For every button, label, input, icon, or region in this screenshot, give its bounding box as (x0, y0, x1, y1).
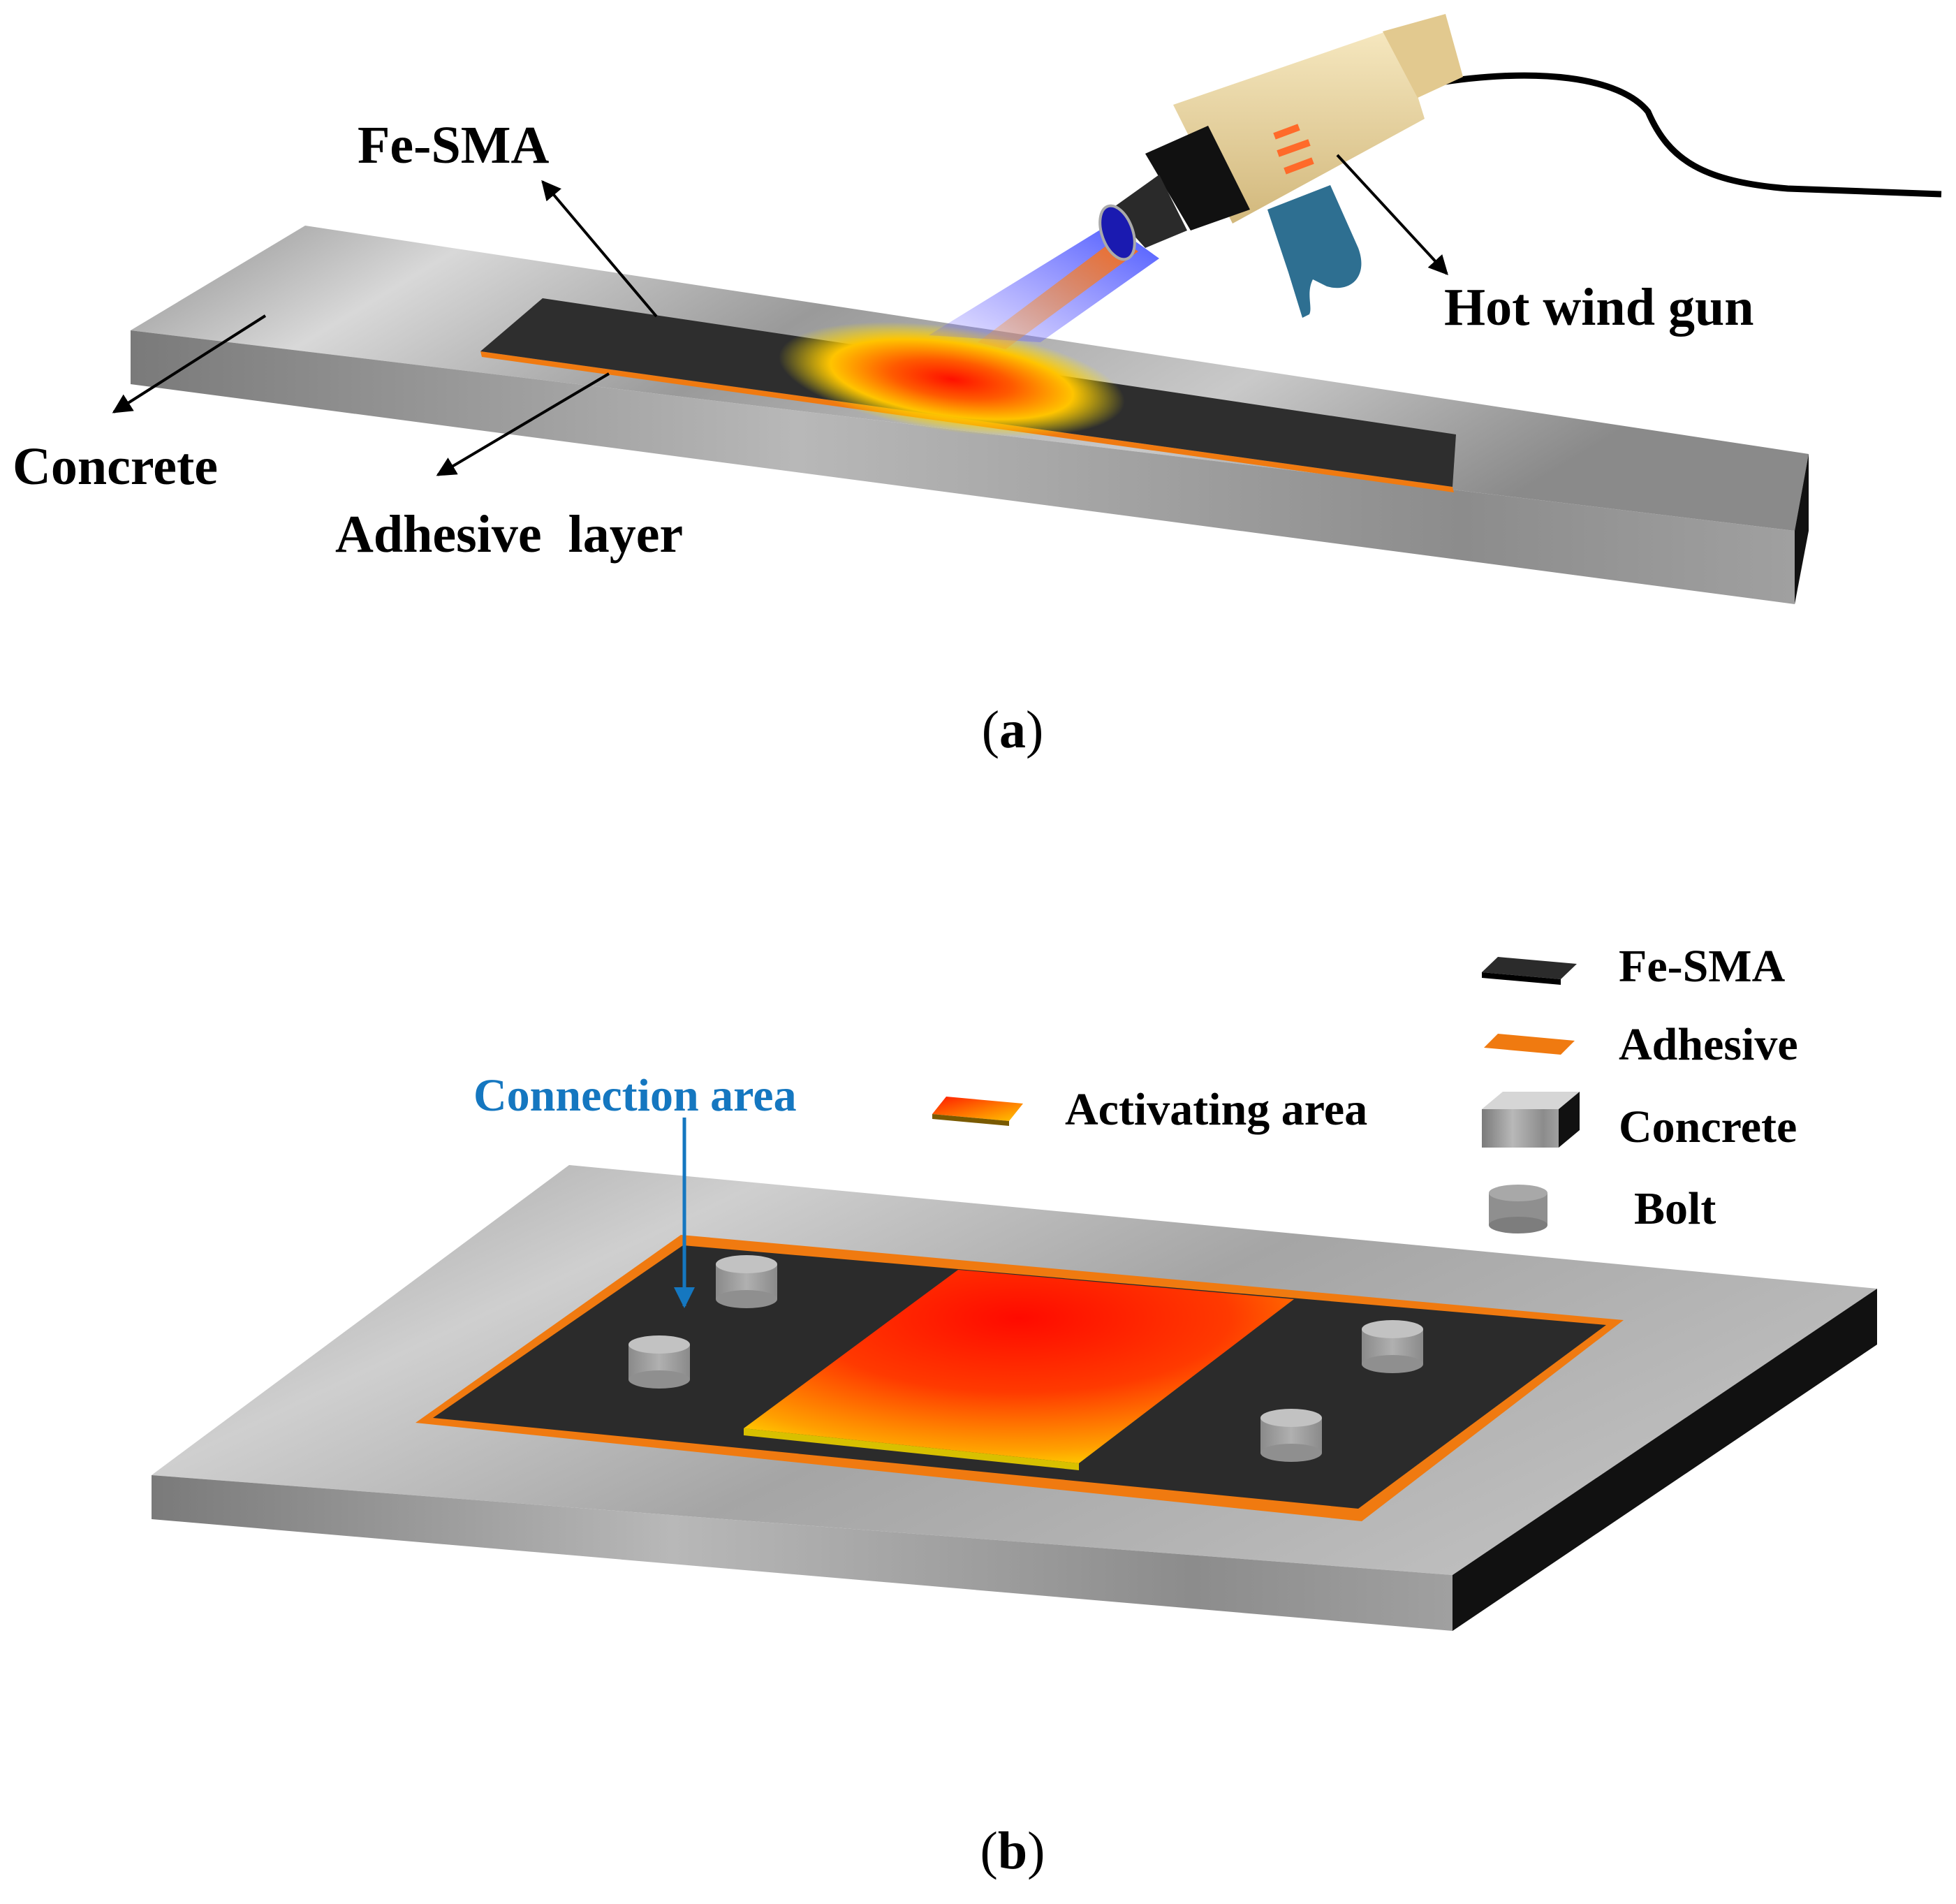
legend-label-concrete: Concrete (1619, 1101, 1797, 1152)
arrow-icon (436, 372, 610, 476)
bolt-icon (1260, 1409, 1322, 1462)
arrow-icon (1336, 154, 1448, 276)
legend-concrete-swatch-side (1559, 1092, 1580, 1148)
activating-area (744, 1270, 1294, 1463)
concrete-slab-a-side (1795, 454, 1809, 604)
legend-fe-sma-swatch (1482, 957, 1577, 979)
concrete-slab-b-side (1453, 1289, 1877, 1631)
gun-rear (1383, 14, 1463, 98)
legend-activating-swatch (932, 1097, 1023, 1121)
label-fe-sma-a: Fe-SMA (358, 116, 549, 175)
arrow-icon (112, 314, 267, 413)
label-concrete-a: Concrete (13, 437, 218, 496)
legend-item-fe-sma: Fe-SMA (1482, 941, 1786, 992)
gun-body (1173, 28, 1425, 224)
legend: Fe-SMA Adhesive Concrete Bolt (1482, 941, 1798, 1234)
legend-fe-sma-swatch-edge (1482, 972, 1561, 985)
label-hot-wind-gun: Hot wind gun (1444, 278, 1754, 337)
caption-a: (a) (982, 701, 1044, 759)
bolt-icon (1489, 1185, 1547, 1233)
hot-air-flame (929, 224, 1159, 349)
gun-grip (1267, 185, 1362, 318)
bolt-icon (628, 1335, 690, 1389)
bolt-icon (716, 1255, 777, 1308)
panel-b: Connection area Activating area Fe-SMA A… (152, 941, 1877, 1880)
concrete-slab-b-front (152, 1475, 1453, 1631)
label-adhesive-layer: Adhesive layer (335, 505, 683, 564)
legend-adhesive-swatch (1484, 1034, 1575, 1055)
legend-item-bolt: Bolt (1489, 1183, 1716, 1234)
panel-a: Fe-SMA Hot wind gun Concrete Adhesive la… (13, 14, 1942, 759)
gun-nozzle-tip (1098, 204, 1136, 261)
concrete-slab-a-front (131, 330, 1795, 604)
legend-activating-swatch-edge (932, 1114, 1009, 1126)
hot-wind-gun-icon (1098, 14, 1942, 318)
heat-zone-a (779, 321, 1125, 437)
gun-collar (1145, 126, 1250, 230)
label-connection-area: Connection area (473, 1070, 797, 1121)
arrow-icon (541, 180, 658, 318)
legend-item-adhesive: Adhesive (1484, 1019, 1798, 1070)
bolt-icon (1362, 1320, 1423, 1373)
gun-vent (1273, 124, 1300, 140)
gun-vent (1277, 139, 1311, 157)
label-activating-area: Activating area (1065, 1084, 1367, 1135)
legend-label-bolt: Bolt (1634, 1183, 1716, 1234)
legend-label-adhesive: Adhesive (1619, 1019, 1798, 1070)
activating-area-edge (744, 1428, 1079, 1470)
legend-label-fe-sma: Fe-SMA (1619, 941, 1786, 992)
legend-concrete-swatch-front (1482, 1109, 1559, 1148)
caption-b: (b) (980, 1822, 1045, 1880)
legend-item-concrete: Concrete (1482, 1092, 1797, 1152)
gun-vent (1284, 157, 1314, 175)
legend-concrete-swatch-top (1482, 1092, 1580, 1109)
gun-cable (1431, 72, 1942, 198)
